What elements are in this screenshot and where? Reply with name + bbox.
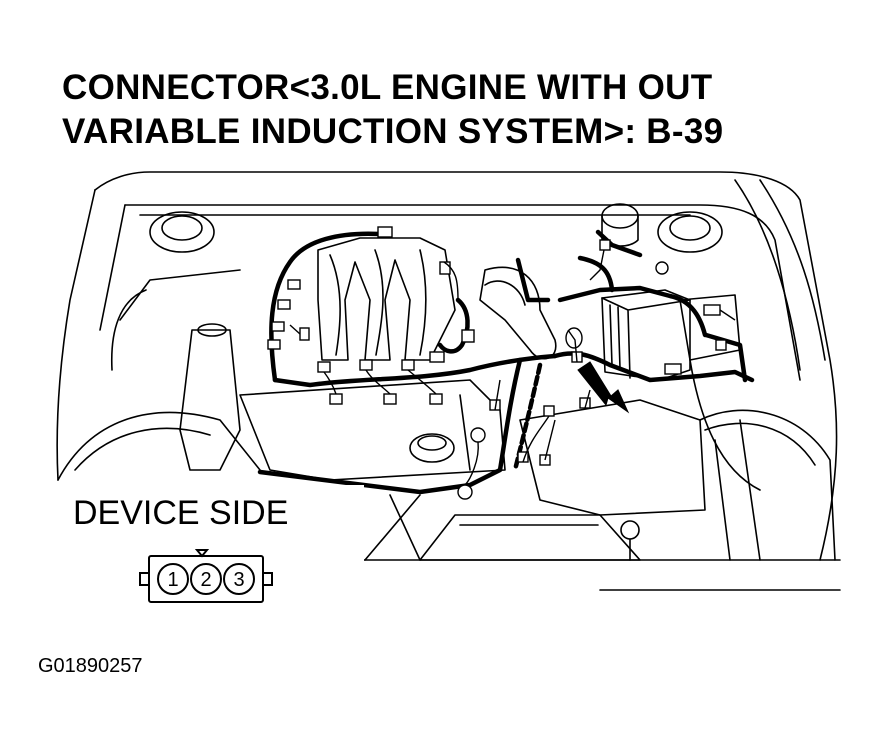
locator-arrow-icon [577,361,630,414]
intake-manifold [317,237,456,361]
pin-label-1: 1 [167,569,178,591]
pin-2 [190,563,222,595]
title-line-2: VARIABLE INDUCTION SYSTEM>: B-39 [62,112,724,151]
battery [601,289,691,381]
diagram-title: CONNECTOR<3.0L ENGINE WITH OUT VARIABLE … [62,66,862,154]
intake-duct [479,266,557,360]
left-wheel-arch [57,411,261,481]
left-strut-tower [149,211,215,253]
device-side-label: DEVICE SIDE [73,494,289,532]
device-side-panel [64,485,364,615]
wiring-harness [257,229,755,495]
pin-1 [157,563,189,595]
pin-label-3: 3 [233,569,244,591]
engine-block [239,379,506,481]
left-fender-outline [56,189,96,481]
connector-face-icon: 1 2 3 [139,549,273,603]
transaxle [519,399,706,516]
hood-outline [94,171,838,561]
diagram-code: G01890257 [38,655,143,677]
connector-key-icon [194,549,210,558]
washer-reservoir [179,329,241,471]
pin-3 [223,563,255,595]
right-strut-tower [657,211,723,253]
pin-label-2: 2 [200,569,211,591]
right-wheel-arch [699,409,836,561]
title-line-1: CONNECTOR<3.0L ENGINE WITH OUT [62,68,713,107]
oil-filler-cap [409,433,455,463]
inner-hood-line [124,204,801,381]
lower-crossmember [419,514,641,561]
